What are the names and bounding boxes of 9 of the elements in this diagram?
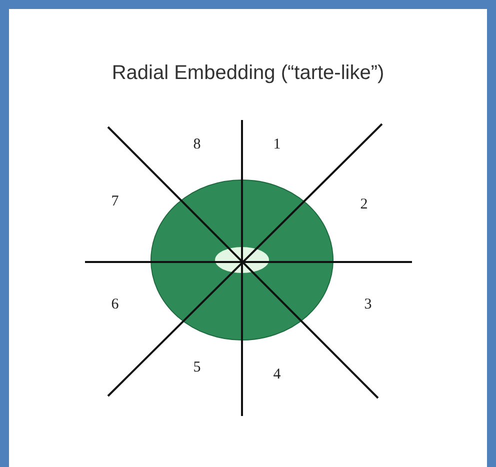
sector-number: 1	[273, 138, 281, 152]
sector-number: 2	[360, 198, 368, 212]
sector-number: 3	[364, 298, 372, 312]
sector-number: 7	[111, 194, 119, 210]
sector-number: 8	[193, 138, 201, 152]
sector-number: 6	[111, 298, 119, 312]
diagram-title: Radial Embedding (“tarte-like”)	[112, 62, 384, 85]
sector-number: 5	[193, 360, 201, 376]
sector-number: 4	[273, 368, 281, 382]
